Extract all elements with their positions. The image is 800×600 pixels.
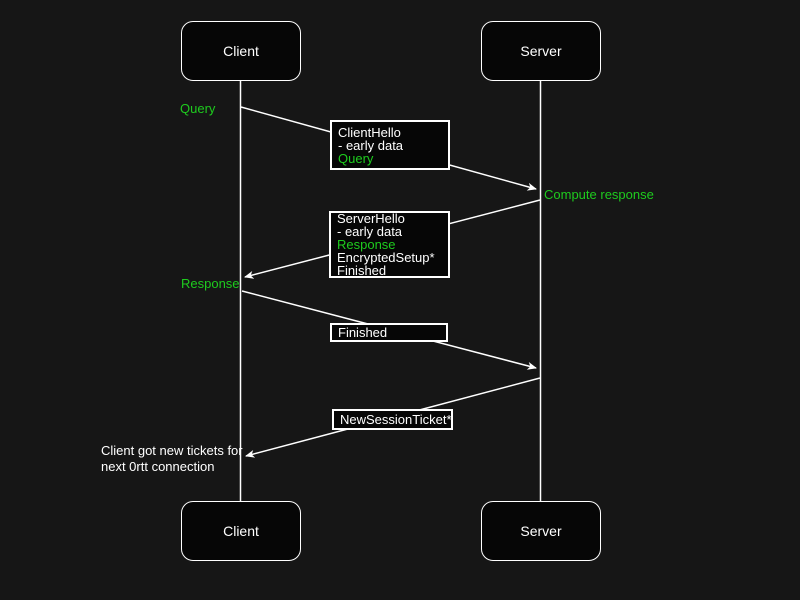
actor-client-bottom: Client: [181, 501, 301, 561]
annotation-note-line: Client got new tickets for: [101, 443, 243, 458]
message-line: - early data: [337, 224, 403, 239]
actor-label: Client: [223, 523, 259, 539]
message-line: NewSessionTicket*: [340, 412, 452, 427]
message-line: - early data: [338, 137, 404, 153]
actor-label: Server: [520, 523, 562, 539]
message-line: Finished: [337, 263, 387, 278]
message-box-finished: Finished: [330, 323, 448, 342]
message-line: ClientHello: [338, 124, 401, 140]
message-line: Finished: [338, 325, 388, 340]
annotation-note-line: next 0rtt connection: [101, 459, 215, 474]
annotation-response: Response: [181, 276, 240, 291]
message-line: ServerHello: [337, 211, 405, 226]
message-box-new-session-ticket: NewSessionTicket*: [332, 409, 453, 430]
actor-label: Client: [223, 43, 259, 59]
actor-server-bottom: Server: [481, 501, 601, 561]
message-line: Response: [337, 237, 396, 252]
actor-label: Server: [520, 43, 562, 59]
annotation-compute-response: Compute response: [544, 187, 654, 202]
annotation-note: Client got new tickets for next 0rtt con…: [101, 443, 243, 475]
actor-client-top: Client: [181, 21, 301, 81]
actor-server-top: Server: [481, 21, 601, 81]
annotation-query: Query: [180, 101, 216, 116]
message-line: Query: [338, 150, 374, 166]
message-line: EncryptedSetup*: [337, 250, 435, 265]
